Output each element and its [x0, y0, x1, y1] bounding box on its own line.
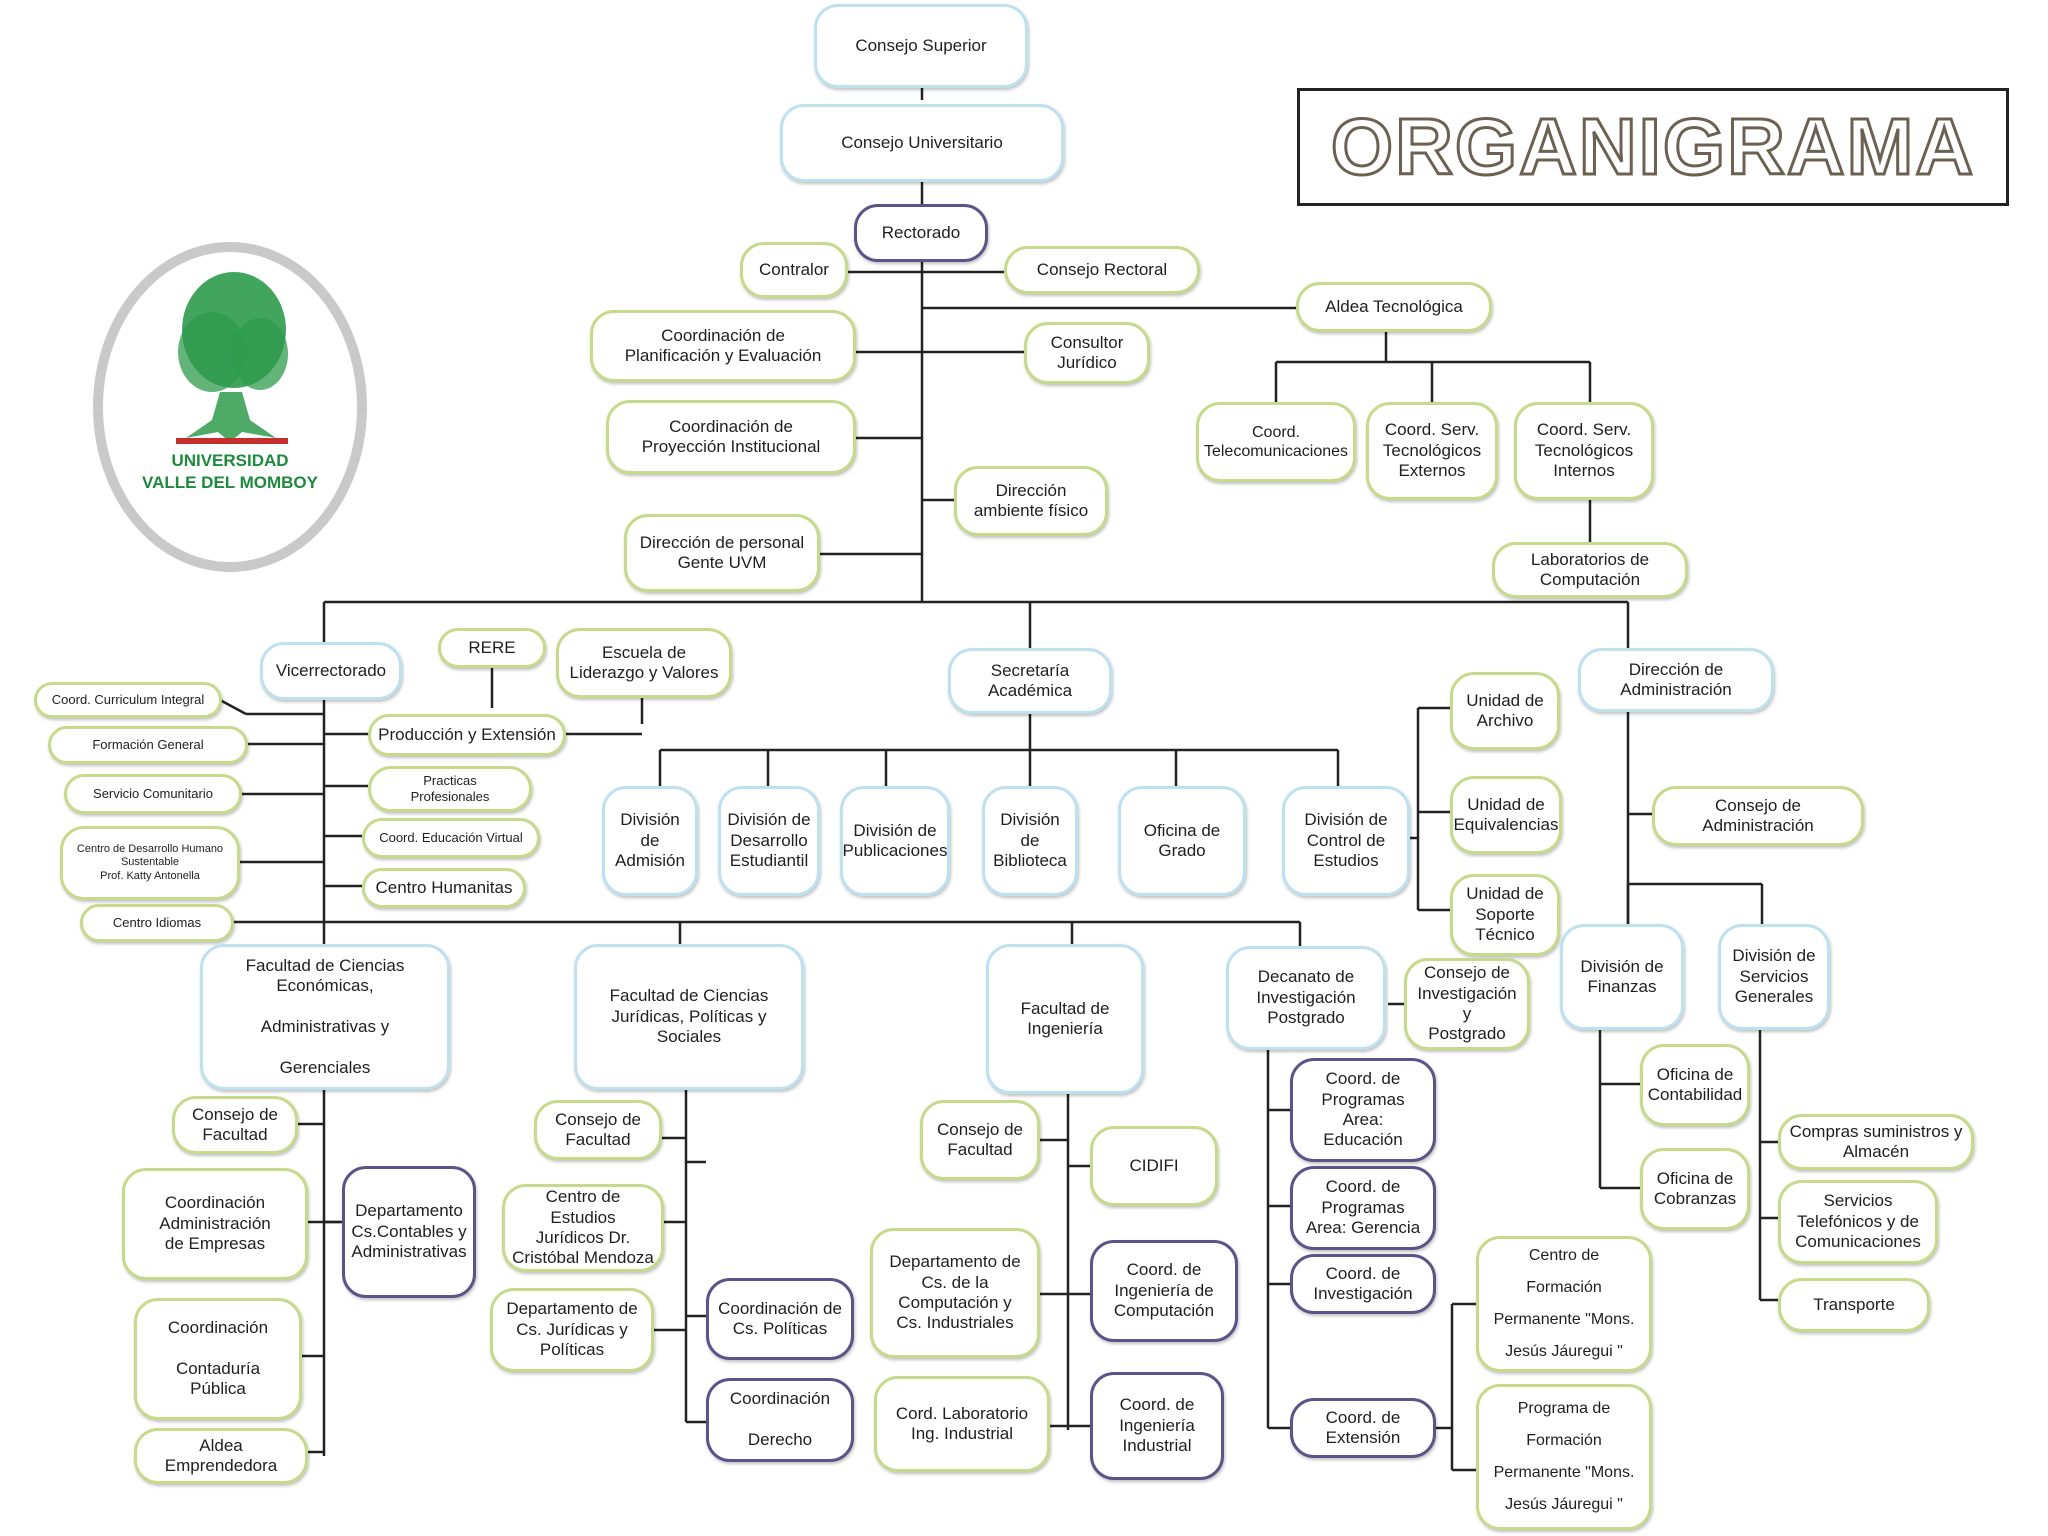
node-oficina-grado[interactable]: Oficina de Grado — [1118, 786, 1246, 896]
node-centro-humanitas[interactable]: Centro Humanitas — [362, 868, 526, 908]
node-coord-curriculum[interactable]: Coord. Curriculum Integral — [34, 682, 222, 718]
node-laboratorios-computacion[interactable]: Laboratorios de Computación — [1492, 542, 1688, 598]
node-consejo-superior[interactable]: Consejo Superior — [814, 4, 1028, 88]
page-title: ORGANIGRAMA — [1329, 101, 1976, 193]
node-programa-formacion-permanente[interactable]: Programa de Formación Permanente "Mons. … — [1476, 1384, 1652, 1530]
node-coord-telecomunicaciones[interactable]: Coord. Telecomunicaciones — [1196, 402, 1356, 482]
node-coordinacion-proyeccion[interactable]: Coordinación de Proyección Institucional — [606, 400, 856, 474]
node-transporte[interactable]: Transporte — [1778, 1278, 1930, 1332]
node-aldea-tecnologica[interactable]: Aldea Tecnológica — [1296, 282, 1492, 332]
node-consejo-universitario[interactable]: Consejo Universitario — [780, 104, 1064, 182]
node-coord-administracion-empresas[interactable]: Coordinación Administración de Empresas — [122, 1168, 308, 1280]
node-oficina-contabilidad[interactable]: Oficina de Contabilidad — [1640, 1044, 1750, 1126]
node-produccion-extension[interactable]: Producción y Extensión — [368, 714, 566, 756]
node-unidad-archivo[interactable]: Unidad de Archivo — [1450, 672, 1560, 750]
node-facultad-juridicas[interactable]: Facultad de Ciencias Jurídicas, Política… — [574, 944, 804, 1090]
node-coord-programas-gerencia[interactable]: Coord. de Programas Area: Gerencia — [1290, 1166, 1436, 1250]
title-box: ORGANIGRAMA — [1297, 88, 2009, 206]
node-decanato-investigacion[interactable]: Decanato de Investigación Postgrado — [1226, 946, 1386, 1050]
node-consultor-juridico[interactable]: Consultor Jurídico — [1024, 322, 1150, 384]
node-coord-contaduria[interactable]: Coordinación Contaduría Pública — [134, 1298, 302, 1420]
node-consejo-rectoral[interactable]: Consejo Rectoral — [1004, 246, 1200, 294]
node-coord-serv-internos[interactable]: Coord. Serv. Tecnológicos Internos — [1514, 402, 1654, 500]
node-centro-idiomas[interactable]: Centro Idiomas — [80, 904, 234, 942]
logo-seal: UNIVERSIDAD VALLE DEL MOMBOY — [93, 242, 367, 572]
university-logo: UNIVERSIDAD VALLE DEL MOMBOY — [93, 242, 367, 572]
node-depto-computacion[interactable]: Departamento de Cs. de la Computación y … — [870, 1228, 1040, 1358]
node-coord-programas-educacion[interactable]: Coord. de Programas Area: Educación — [1290, 1058, 1436, 1162]
node-centro-desarrollo-humano[interactable]: Centro de Desarrollo Humano Sustentable … — [60, 826, 240, 900]
tree-icon — [178, 272, 288, 442]
node-direccion-ambiente[interactable]: Dirección ambiente físico — [954, 466, 1108, 536]
svg-text:UNIVERSIDAD: UNIVERSIDAD — [171, 451, 288, 470]
node-vicerrectorado[interactable]: Vicerrectorado — [260, 642, 402, 700]
node-compras-suministros[interactable]: Compras suministros y Almacén — [1778, 1114, 1974, 1170]
node-division-desarrollo[interactable]: División de Desarrollo Estudiantil — [718, 786, 820, 896]
node-division-publicaciones[interactable]: División de Publicaciones — [840, 786, 950, 896]
node-coord-educacion-virtual[interactable]: Coord. Educación Virtual — [362, 818, 540, 858]
node-consejo-administracion[interactable]: Consejo de Administración — [1652, 786, 1864, 846]
node-cidifi[interactable]: CIDIFI — [1090, 1126, 1218, 1206]
node-coordinacion-planificacion[interactable]: Coordinación de Planificación y Evaluaci… — [590, 310, 856, 382]
node-facultad-economicas[interactable]: Facultad de Ciencias Económicas, Adminis… — [200, 944, 450, 1090]
node-coord-ingenieria-computacion[interactable]: Coord. de Ingeniería de Computación — [1090, 1240, 1238, 1342]
node-coord-serv-externos[interactable]: Coord. Serv. Tecnológicos Externos — [1366, 402, 1498, 500]
node-oficina-cobranzas[interactable]: Oficina de Cobranzas — [1640, 1148, 1750, 1230]
node-division-finanzas[interactable]: División de Finanzas — [1560, 924, 1684, 1030]
node-coordinacion-derecho[interactable]: Coordinación Derecho — [706, 1378, 854, 1462]
node-direccion-administracion[interactable]: Dirección de Administración — [1578, 648, 1774, 712]
node-contralor[interactable]: Contralor — [740, 242, 848, 298]
node-direccion-personal[interactable]: Dirección de personal Gente UVM — [624, 514, 820, 592]
node-centro-formacion-permanente[interactable]: Centro de Formación Permanente "Mons. Je… — [1476, 1236, 1652, 1372]
node-division-admision[interactable]: División de Admisión — [602, 786, 698, 896]
node-coordinacion-politicas[interactable]: Coordinación de Cs. Políticas — [706, 1278, 854, 1360]
node-division-control-estudios[interactable]: División de Control de Estudios — [1282, 786, 1410, 896]
node-consejo-facultad-juridicas[interactable]: Consejo de Facultad — [534, 1100, 662, 1160]
node-division-biblioteca[interactable]: División de Biblioteca — [982, 786, 1078, 896]
node-secretaria-academica[interactable]: Secretaría Académica — [948, 648, 1112, 714]
node-consejo-investigacion[interactable]: Consejo de Investigación y Postgrado — [1404, 958, 1530, 1050]
node-depto-contables[interactable]: Departamento Cs.Contables y Administrati… — [342, 1166, 476, 1298]
node-division-servicios-generales[interactable]: División de Servicios Generales — [1718, 924, 1830, 1030]
node-servicios-telefonicos[interactable]: Servicios Telefónicos y de Comunicacione… — [1778, 1180, 1938, 1264]
node-escuela-liderazgo[interactable]: Escuela de Liderazgo y Valores — [556, 628, 732, 698]
node-depto-juridicas[interactable]: Departamento de Cs. Jurídicas y Política… — [490, 1288, 654, 1372]
node-practicas-profesionales[interactable]: Practicas Profesionales — [368, 766, 532, 812]
node-coord-ingenieria-industrial[interactable]: Coord. de Ingeniería Industrial — [1090, 1372, 1224, 1480]
node-unidad-soporte[interactable]: Unidad de Soporte Técnico — [1450, 874, 1560, 956]
node-formacion-general[interactable]: Formación General — [48, 726, 248, 764]
node-consejo-facultad-economicas[interactable]: Consejo de Facultad — [172, 1096, 298, 1154]
node-servicio-comunitario[interactable]: Servicio Comunitario — [64, 774, 242, 814]
node-rectorado[interactable]: Rectorado — [854, 204, 988, 262]
node-facultad-ingenieria[interactable]: Facultad de Ingeniería — [986, 944, 1144, 1094]
svg-text:VALLE DEL MOMBOY: VALLE DEL MOMBOY — [142, 473, 319, 492]
node-centro-estudios-juridicos[interactable]: Centro de Estudios Jurídicos Dr. Cristób… — [502, 1184, 664, 1272]
node-rere[interactable]: RERE — [438, 628, 546, 668]
node-cord-laboratorio[interactable]: Cord. Laboratorio Ing. Industrial — [874, 1376, 1050, 1472]
node-coord-extension[interactable]: Coord. de Extensión — [1290, 1398, 1436, 1458]
node-aldea-emprendedora[interactable]: Aldea Emprendedora — [134, 1428, 308, 1484]
node-consejo-facultad-ingenieria[interactable]: Consejo de Facultad — [920, 1100, 1040, 1180]
node-unidad-equivalencias[interactable]: Unidad de Equivalencias — [1450, 776, 1562, 854]
node-coord-investigacion[interactable]: Coord. de Investigación — [1290, 1254, 1436, 1314]
